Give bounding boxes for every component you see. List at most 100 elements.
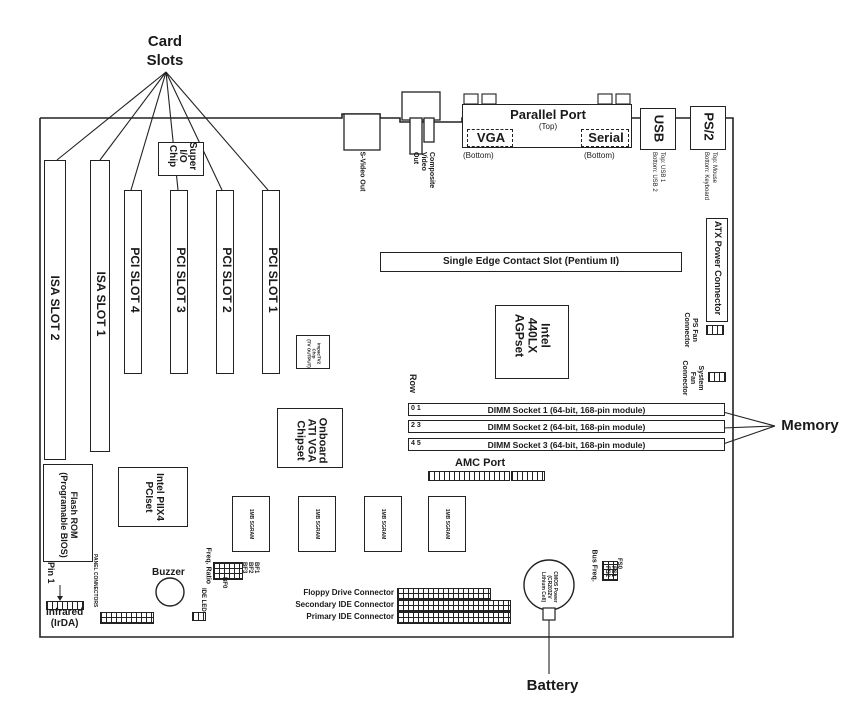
parallel-port-label: Parallel Port [510, 107, 586, 122]
piix4-label: Intel PIIX4 PCIset [143, 473, 165, 521]
vga-sub-label: (Bottom) [463, 151, 494, 160]
panel-connectors-label: PANEL CONNECTORS [92, 554, 98, 608]
buzzer-text: Buzzer [152, 567, 185, 578]
dimm-label: DIMM Socket 1 (64-bit, 168-pin module) [487, 404, 646, 415]
tv-chip: ImpacTV2 Chip (TV OUTPUT) [296, 335, 330, 369]
parallel-port: Parallel Port (Top) VGA Serial [462, 104, 632, 148]
dimm-rows: 4 5 [411, 440, 421, 447]
composite-label: Composite Video Out [412, 152, 435, 189]
sgram-label: 1MB SGRAM [444, 508, 450, 540]
floppy-connector [397, 588, 491, 600]
dimm-label: DIMM Socket 3 (64-bit, 168-pin module) [487, 439, 646, 450]
tv-chip-label: ImpacTV2 Chip (TV OUTPUT) [306, 339, 322, 368]
infrared-label: Infrared (IrDA) [46, 607, 84, 629]
ps-fan-header [706, 325, 724, 335]
flash-rom: Flash ROM (Programable BIOS) [43, 464, 93, 562]
super-io-label: Super I/O Chip [167, 141, 198, 171]
pri-ide-label: Primary IDE Connector [306, 612, 394, 621]
sec-slot-label: Single Edge Contact Slot (Pentium II) [442, 256, 620, 267]
bus-freq-jumpers [602, 561, 618, 581]
svideo-label: S-Video Out [358, 151, 366, 192]
ps2-label: PS/2 [701, 112, 717, 141]
isa-slot-1: ISA SLOT 1 [90, 160, 110, 452]
amc-port-label: AMC Port [455, 457, 506, 469]
fs2-label: FS2 [604, 566, 610, 578]
ati-vga-label: Onboard ATI VGA Chipset [294, 417, 329, 464]
freq-ratio-jumpers [213, 562, 243, 580]
freq-ratio-label: Freq. Ratio [204, 547, 212, 585]
memory-leaders [722, 411, 776, 445]
sgram-label: 1MB SGRAM [314, 508, 320, 540]
dimm-socket-3: 4 5 DIMM Socket 3 (64-bit, 168-pin modul… [408, 438, 725, 451]
sec-slot: Single Edge Contact Slot (Pentium II) [380, 252, 682, 272]
atx-power-label: ATX Power Connector [713, 220, 723, 316]
sgram-chip: 1MB SGRAM [428, 496, 466, 552]
isa-slot-2: ISA SLOT 2 [44, 160, 66, 460]
isa-slot-2-label: ISA SLOT 2 [48, 275, 62, 341]
pci-slot-3: PCI SLOT 3 [170, 190, 188, 374]
pci-slot-3-label: PCI SLOT 3 [174, 247, 188, 313]
sgram-label: 1MB SGRAM [248, 508, 254, 540]
ide-led-header [192, 612, 206, 621]
card-slots-callout: Card Slots [146, 33, 184, 69]
isa-slot-1-label: ISA SLOT 1 [94, 271, 108, 337]
bf1-label: BF1 [253, 562, 259, 574]
flash-rom-label: Flash ROM (Programable BIOS) [59, 472, 79, 558]
sys-fan-label: System Fan Connector [681, 360, 704, 396]
bf0-label: BF0 [221, 577, 227, 589]
sgram-label: 1MB SGRAM [380, 508, 386, 540]
dimm-rows: 0 1 [411, 405, 421, 412]
sec-ide-label: Secondary IDE Connector [295, 600, 394, 609]
amc-port-header-2 [511, 471, 545, 481]
serial-sub-label: (Bottom) [584, 151, 615, 160]
infrared-header [46, 601, 84, 610]
usb-sub-label: Top: USB 1 Bottom: USB 2 [651, 152, 665, 192]
ps-fan-label: PS Fan Connector [683, 312, 698, 348]
agpset-label: Intel 440LX AGPset [512, 313, 553, 358]
battery-cell-label: CMOS Power (CR2032V Lithium Cell) [540, 571, 558, 603]
bus-freq-label: Bus Freq. [590, 549, 598, 582]
buzzer-disc [155, 577, 185, 607]
vga-port-label: VGA [476, 130, 506, 145]
pci-slot-2-label: PCI SLOT 2 [220, 247, 234, 313]
amc-port-header [428, 471, 510, 481]
memory-callout: Memory [781, 417, 839, 434]
serial-port-label: Serial [588, 130, 624, 145]
ps2-port: PS/2 [690, 106, 726, 150]
pci-slot-1-label: PCI SLOT 1 [266, 247, 280, 313]
dimm-socket-1: 0 1 DIMM Socket 1 (64-bit, 168-pin modul… [408, 403, 725, 416]
dimm-socket-2: 2 3 DIMM Socket 2 (64-bit, 168-pin modul… [408, 420, 725, 433]
card-slot-leaders [56, 71, 269, 191]
parallel-port-sub: (Top) [538, 122, 558, 131]
usb-port: USB [640, 108, 676, 150]
piix4-chip: Intel PIIX4 PCIset [118, 467, 188, 527]
sec-ide-connector [397, 600, 511, 612]
sys-fan-header [708, 372, 726, 382]
agpset-chip: Intel 440LX AGPset [495, 305, 569, 379]
dimm-rows: 2 3 [411, 422, 421, 429]
sgram-chip: 1MB SGRAM [364, 496, 402, 552]
super-io-chip: Super I/O Chip [158, 142, 204, 176]
pci-slot-2: PCI SLOT 2 [216, 190, 234, 374]
floppy-label: Floppy Drive Connector [303, 588, 394, 597]
serial-port: Serial [581, 129, 629, 147]
board-outline [39, 113, 734, 638]
panel-connectors-header [100, 612, 154, 624]
battery-callout: Battery [526, 677, 579, 694]
pin1-label: Pin 1 [46, 562, 56, 584]
vga-port: VGA [467, 129, 513, 147]
pci-slot-4-label: PCI SLOT 4 [128, 247, 142, 313]
pci-slot-4: PCI SLOT 4 [124, 190, 142, 374]
fs1-label: FS1 [610, 566, 616, 578]
usb-label: USB [651, 114, 667, 143]
atx-power-connector: ATX Power Connector [706, 218, 728, 322]
pci-slot-1: PCI SLOT 1 [262, 190, 280, 374]
pri-ide-connector [397, 612, 511, 624]
ati-vga-chip: Onboard ATI VGA Chipset [277, 408, 343, 468]
row-label: Row [408, 374, 418, 393]
sgram-chip: 1MB SGRAM [232, 496, 270, 552]
fs0-label: FS0 [616, 558, 622, 570]
dimm-label: DIMM Socket 2 (64-bit, 168-pin module) [487, 421, 646, 432]
sgram-chip: 1MB SGRAM [298, 496, 336, 552]
